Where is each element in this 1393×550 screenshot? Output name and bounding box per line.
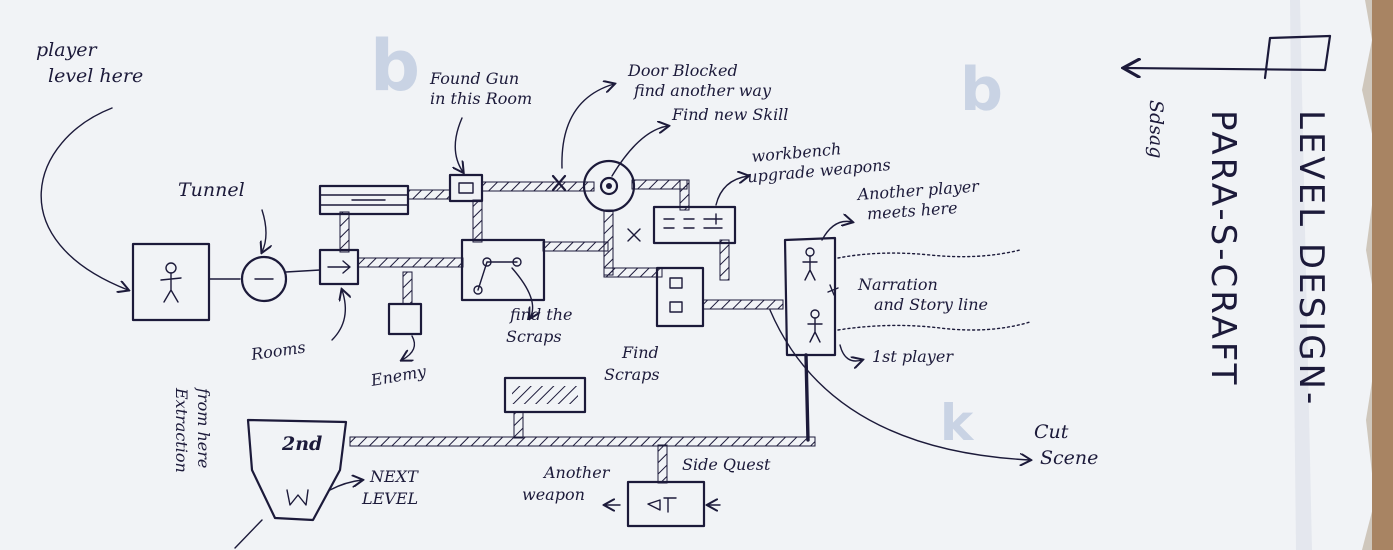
enemy-room	[387, 302, 423, 336]
stick-figure-icon	[160, 262, 182, 303]
second-label: 2nd	[281, 433, 322, 455]
story-room	[783, 236, 839, 357]
start-room	[131, 242, 211, 322]
bleed-through-mark: k	[940, 394, 975, 452]
page-title: LEVEL DESIGN-	[1291, 110, 1331, 407]
workbench-icon	[652, 205, 737, 245]
gun-icon	[448, 173, 484, 203]
arrow-room-icon	[318, 248, 360, 286]
scraps-block	[503, 376, 587, 414]
corridors	[339, 179, 816, 484]
side-quest-room	[626, 480, 706, 528]
x-mark-icon	[627, 228, 641, 242]
stick-figure-icon	[807, 309, 823, 343]
x-mark-icon	[551, 174, 567, 192]
annotation-arrows	[40, 34, 1332, 505]
storage-room	[655, 266, 705, 328]
bleed-through-mark: b	[960, 55, 1003, 125]
paper-wood-edge	[1372, 0, 1393, 550]
bleed-through-mark: b	[370, 25, 420, 107]
title-tag: Sdsag	[1145, 100, 1167, 158]
tunnel-label: Tunnel	[178, 179, 245, 201]
disc-icon	[582, 159, 636, 213]
scraps-room	[460, 238, 546, 302]
side-quest-label: Side Quest	[682, 455, 771, 474]
find-new-skill-label: Find new Skill	[671, 105, 788, 124]
tunnel-circle-icon	[240, 255, 288, 303]
first-player-label: 1st player	[872, 347, 954, 366]
stick-figure-icon	[802, 247, 818, 281]
extraction-funnel-icon	[234, 418, 348, 549]
paper-fold-shadow	[1290, 0, 1312, 550]
page-subtitle: PARA-S-CRAFT	[1203, 110, 1243, 387]
corridor-room	[318, 184, 410, 216]
